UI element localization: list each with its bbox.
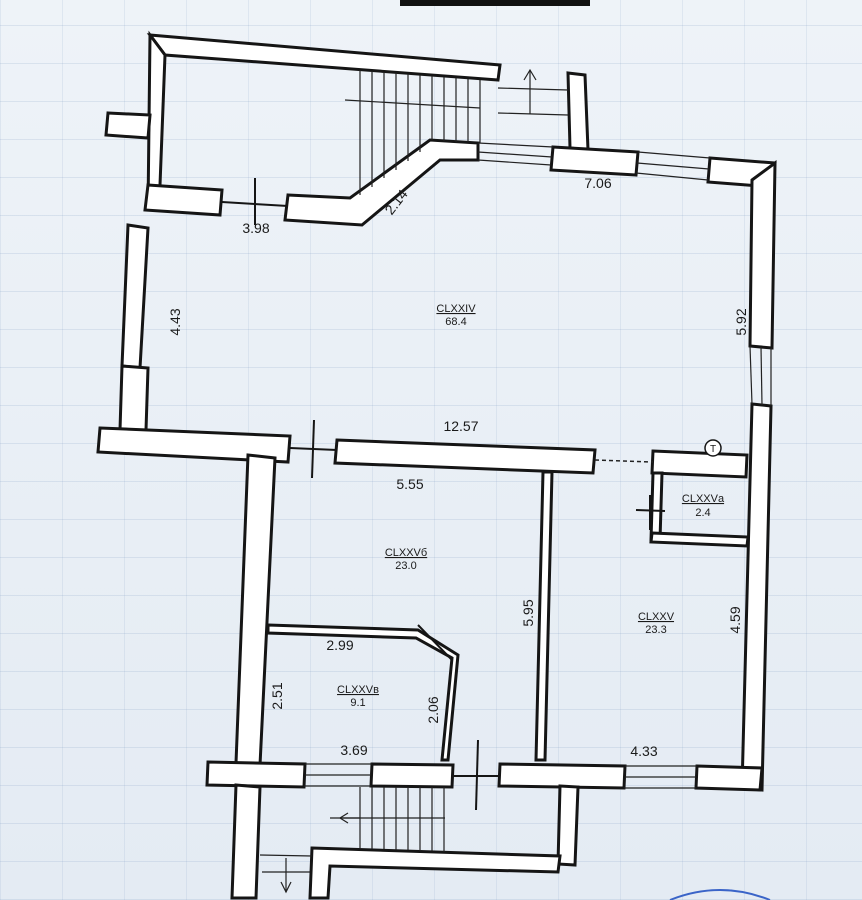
room-4-id: CLXXV — [638, 611, 675, 623]
stairs-top — [344, 68, 569, 195]
wall-top-mid — [549, 145, 640, 177]
wall-lower-stair-right — [556, 784, 580, 867]
room-1-id: CLXXIV — [436, 303, 476, 315]
wall-lower-stair-bottom — [308, 846, 562, 900]
walls — [96, 30, 777, 900]
dim-label: 4.43 — [167, 308, 183, 335]
wall-stair-right — [566, 71, 590, 152]
dim-label: 7.06 — [584, 175, 611, 191]
wall-bottom-left — [205, 760, 307, 789]
wall-bottom-mid — [369, 762, 455, 789]
room-3-id: CLXXVв — [337, 684, 379, 696]
room-labels: CLXXIV 68.4 CLXXVб 23.0 CLXXVв 9.1 CLXXV… — [337, 303, 725, 709]
dim-label: 2.06 — [425, 696, 441, 723]
entry-marker-icon — [704, 439, 722, 457]
entry-symbol: Т — [710, 444, 716, 455]
wall-left-pier — [118, 364, 150, 432]
wall-right-lower — [740, 402, 773, 792]
dashed-opening — [594, 459, 654, 463]
room-4-area: 23.3 — [645, 624, 666, 636]
room-5-id: CLXXVа — [682, 493, 725, 505]
dimension-labels: 3.98 2.14 7.06 4.43 5.92 12.57 5.55 5.95… — [167, 175, 749, 759]
room-2-id: CLXXVб — [385, 547, 427, 559]
wall-small-room-top — [650, 449, 749, 479]
wall-right-upper — [748, 159, 777, 350]
header-strip — [400, 0, 590, 6]
dim-label: 4.33 — [630, 743, 657, 759]
windows — [304, 142, 772, 789]
wall-top-stair — [146, 33, 502, 82]
dim-label: 5.95 — [520, 599, 536, 626]
room-3-area: 9.1 — [350, 697, 365, 709]
wall-mid-left — [96, 426, 292, 464]
wall-small-room-left — [649, 471, 664, 542]
doors — [221, 178, 666, 811]
dim-label: 3.98 — [242, 220, 269, 236]
dim-label: 12.57 — [443, 418, 478, 434]
wall-partition-mid — [534, 470, 554, 762]
room-1-area: 68.4 — [445, 316, 466, 328]
room-2-area: 23.0 — [395, 560, 416, 572]
wall-lower-stair-left — [230, 783, 262, 900]
wall-small-room-bottom — [649, 531, 750, 548]
stairs-bottom — [259, 787, 445, 894]
dim-label: 5.92 — [733, 308, 749, 335]
room-5-area: 2.4 — [695, 507, 710, 519]
stamp-edge — [669, 889, 771, 900]
wall-lower-left — [234, 453, 277, 767]
dim-label: 4.59 — [727, 606, 743, 633]
wall-stair-slant — [283, 138, 480, 227]
dim-label: 3.69 — [340, 742, 367, 758]
wall-bottom-right — [497, 762, 627, 790]
wall-stair-bottom-left — [143, 183, 224, 217]
dim-label: 5.55 — [396, 476, 423, 492]
wall-mid-right — [333, 438, 597, 475]
wall-bump-left — [104, 111, 152, 140]
dim-label: 2.51 — [269, 682, 285, 709]
wall-bottom-far-right — [694, 764, 764, 792]
dim-label: 2.99 — [326, 637, 353, 653]
wall-left-upper — [120, 223, 150, 370]
